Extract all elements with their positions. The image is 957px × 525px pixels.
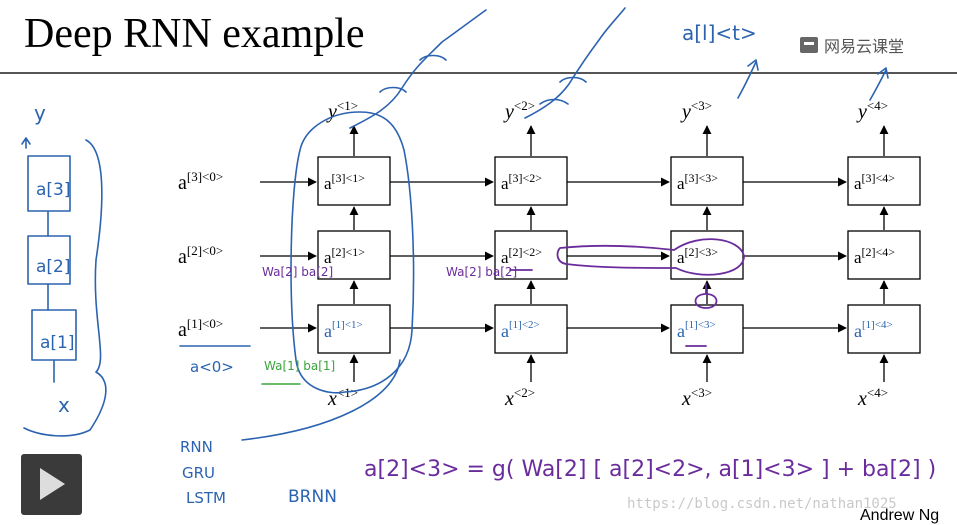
output-y2: y<2> [503,98,535,123]
rnn-cell-layer3-t3: a[3]<3> [670,156,744,206]
initial-state-labels: a[3]<0> a[2]<0> a[1]<0> [178,169,223,341]
output-y3: y<3> [680,98,712,123]
input-x2: x<2> [504,385,535,410]
rnn-cell-layer1-t2: a[1]<2> [494,304,568,354]
cell-label: a[2]<4> [854,245,895,267]
rnn-cell-layer2-t1: a[2]<1> [317,230,391,280]
left-stack-a2: a[2] [36,257,71,277]
initial-state-layer1: a[1]<0> [178,316,223,341]
play-icon [40,468,65,500]
rnn-cell-layer1-t4: a[1]<4> [847,304,921,354]
blue-annotations: y a[3] a[2] a[1] x a<0> RNN GRU LSTM BRN… [21,7,889,507]
weights-layer1-label: Wa[1] ba[1] [264,359,335,373]
play-button[interactable] [21,454,82,515]
handwritten-formula: a[2]<3> = g( Wa[2] [ a[2]<2>, a[1]<3> ] … [364,457,936,482]
initial-state-layer2: a[2]<0> [178,243,223,268]
left-stack-y: y [34,101,46,125]
rnn-type-gru: GRU [182,464,215,482]
input-x3: x<3> [681,385,712,410]
rnn-cell-layer2-t3: a[2]<3> [670,230,744,280]
input-labels: x<1> x<2> x<3> x<4> [327,385,888,410]
source-watermark: https://blog.csdn.net/nathan1025 [627,496,897,512]
rnn-cell-layer3-t2: a[3]<2> [494,156,568,206]
slide-title: Deep RNN example [24,11,365,57]
rnn-cell-layer1-t1: a[1]<1> [317,304,391,354]
cell-label: a[3]<4> [854,171,895,193]
left-stack-x: x [58,393,70,417]
weights-layer2-label: Wa[2] ba[2] [262,265,333,279]
rnn-type-lstm: LSTM [186,489,226,507]
cell-label: a[1]<2> [501,319,540,341]
left-stack-a1: a[1] [40,333,75,353]
brand-logo: 网易云课堂 [800,34,904,56]
rnn-cell-layer2-t2: a[2]<2> [494,230,568,280]
rnn-type-rnn: RNN [180,438,213,456]
weights-layer2-label-2: Wa[2] ba[2] [446,265,517,279]
rnn-cell-layer3-t4: a[3]<4> [847,156,921,206]
rnn-cell-layer2-t4: a[2]<4> [847,230,921,280]
rnn-cell-layer1-t3: a[1]<3> [670,304,744,354]
slide-author: Andrew Ng [860,507,940,524]
output-y4: y<4> [856,98,888,123]
output-labels: y<1> y<2> y<3> y<4> [326,98,888,123]
cell-label: a[3]<3> [677,171,718,193]
rnn-cells: a[3]<1> a[3]<2> a[3]<3> a[3]<4> a[2]<1> a[2]<… [317,156,921,354]
output-y1: y<1> [326,98,358,123]
title-divider [0,72,957,74]
cell-label: a[3]<2> [501,171,542,193]
initial-arrows [260,177,317,333]
purple-annotations: Wa[2] ba[2] Wa[2] ba[2] a[2]<3> = g( Wa[… [262,238,936,482]
brand-icon [800,37,818,53]
cell-label: a[2]<3> [677,245,718,267]
input-x1: x<1> [327,385,358,410]
rnn-cell-layer3-t1: a[3]<1> [317,156,391,206]
layer-arrows [349,125,889,382]
green-annotations: Wa[1] ba[1] [261,359,335,385]
cell-label: a[1]<4> [854,319,893,341]
cell-label: a[2]<2> [501,245,542,267]
brnn-label: BRNN [288,487,337,507]
a0-label: a<0> [190,358,234,376]
top-note: a[l]<t> [682,21,757,45]
cell-label: a[2]<1> [324,245,365,267]
initial-state-layer3: a[3]<0> [178,169,223,194]
cell-label: a[1]<1> [324,319,363,341]
left-stack-a3: a[3] [36,180,71,200]
brand-name: 网易云课堂 [824,37,905,56]
cell-label: a[3]<1> [324,171,365,193]
input-x4: x<4> [857,385,888,410]
recurrent-arrows [390,177,847,333]
cell-label: a[1]<3> [677,319,716,341]
